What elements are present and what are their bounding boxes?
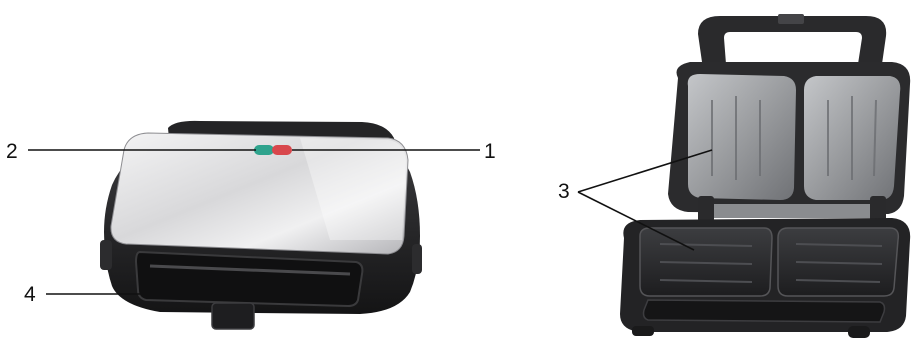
callout-label-1: 1 [484, 140, 496, 163]
upper-plate-left [688, 74, 796, 200]
callout-label-3: 3 [558, 180, 570, 203]
handle-clip [778, 14, 804, 24]
foot-right [848, 326, 870, 338]
side-hinge-right [412, 244, 422, 274]
ready-indicator [254, 145, 274, 155]
open-sandwich-maker [620, 14, 910, 338]
hinge [706, 204, 876, 218]
closed-sandwich-maker [100, 121, 422, 329]
power-indicator [272, 145, 292, 155]
front-handle [644, 300, 885, 322]
side-hinge [100, 240, 112, 270]
latch [212, 303, 254, 329]
hinge-left-bracket [698, 196, 714, 222]
callout-label-2: 2 [6, 140, 18, 163]
callout-label-4: 4 [24, 283, 36, 306]
foot-left [632, 326, 654, 336]
handle [136, 252, 362, 306]
